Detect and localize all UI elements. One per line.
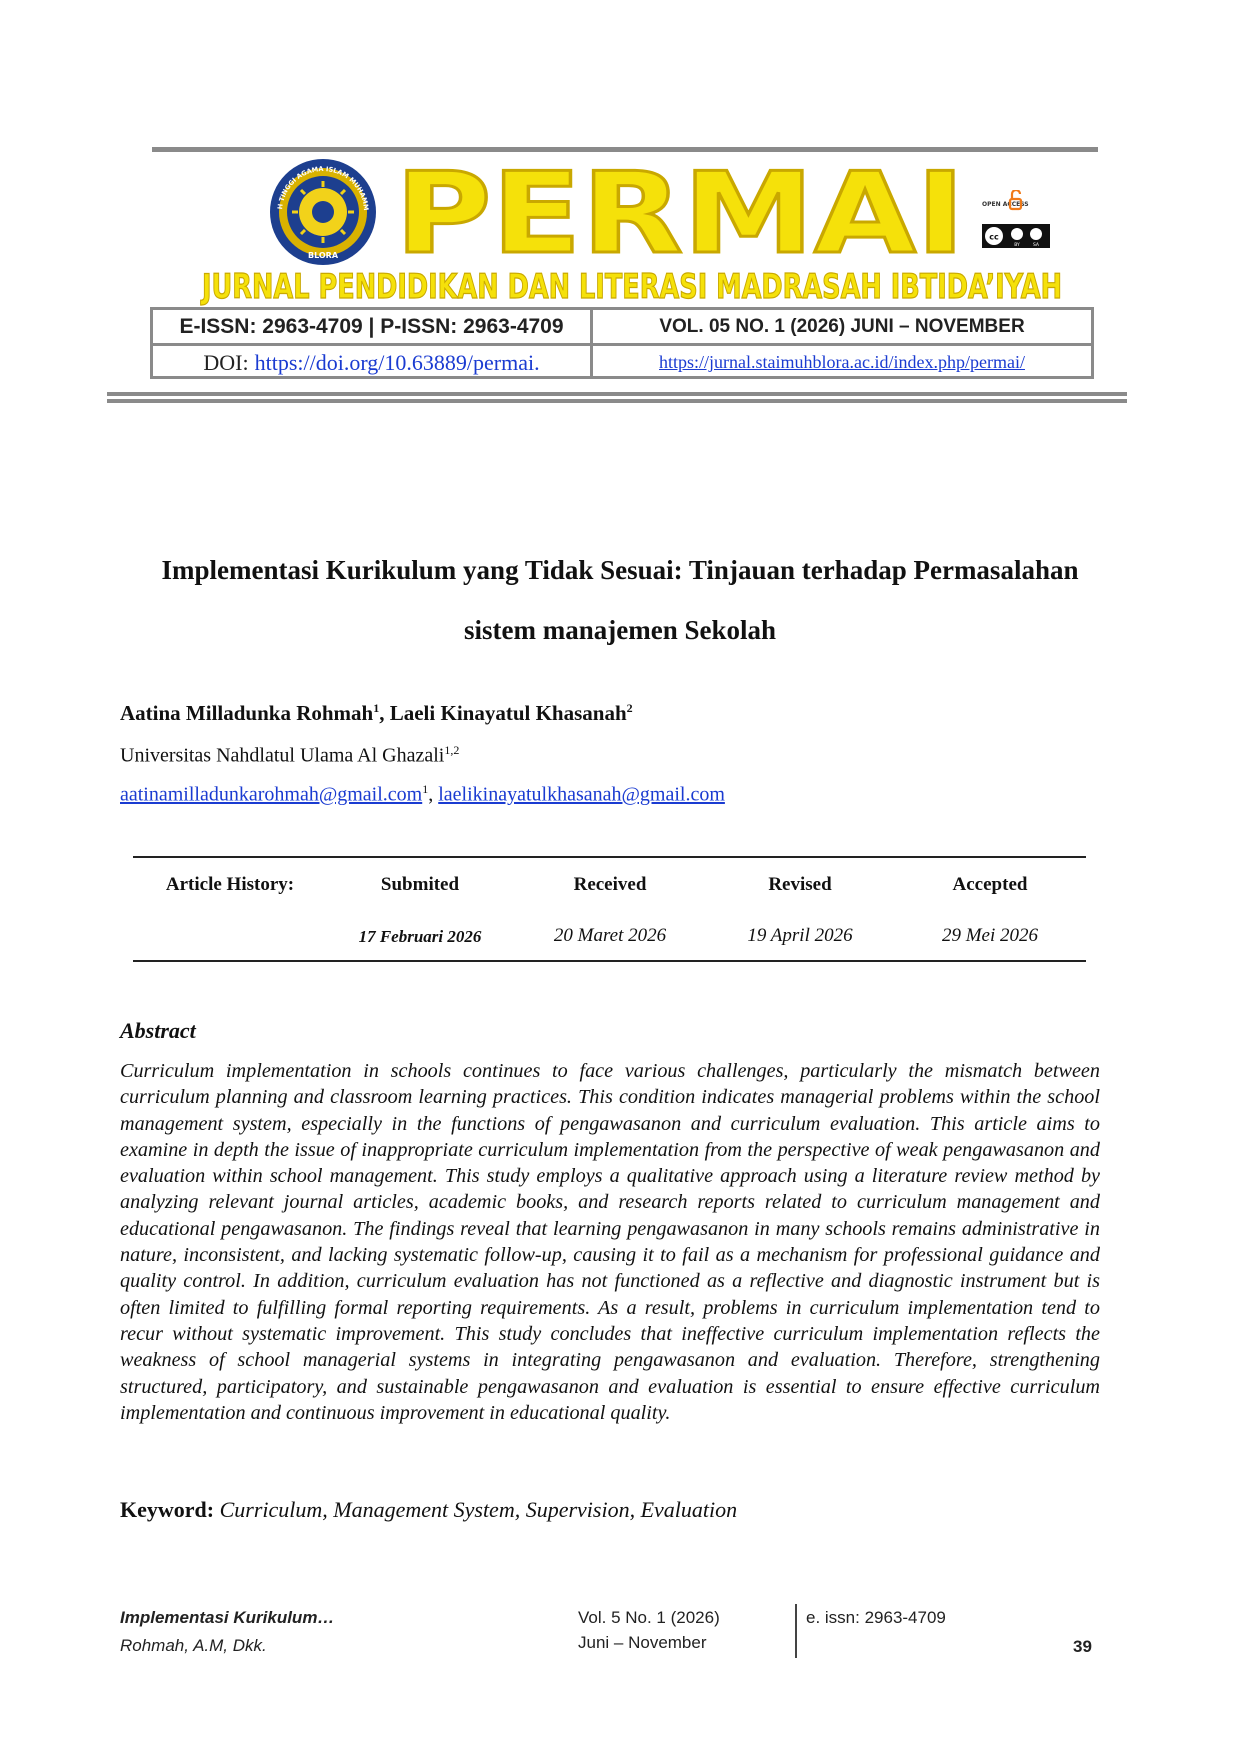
seal-city-text: BLORA [308,251,339,260]
author-name: Aatina Milladunka Rohmah [120,701,374,725]
keywords-value: Curriculum, Management System, Supervisi… [219,1497,738,1522]
keywords: Keyword: Curriculum, Management System, … [120,1497,737,1523]
share-alike-icon [1030,228,1042,240]
svg-text:JURNAL PENDIDIKAN DAN LITERASI: JURNAL PENDIDIKAN DAN LITERASI MADRASAH … [200,267,1062,306]
open-access-badge: OPEN ACCESS cc BY SA [982,190,1050,248]
doi-link[interactable]: https://doi.org/10.63889/permai. [254,349,540,375]
svg-text:cc: cc [989,233,999,242]
history-date: 19 April 2026 [747,925,853,946]
header-top-rule [152,147,1098,152]
svg-text:SA: SA [1033,242,1040,248]
author-emails: aatinamilladunkarohmah@gmail.com1, laeli… [120,782,725,806]
history-bottom-rule [133,960,1086,962]
footer-short-title: Implementasi Kurikulum… [120,1608,335,1627]
history-column-header: Received [573,874,647,895]
history-date: 17 Februari 2026 [358,927,482,946]
paper-title: Implementasi Kurikulum yang Tidak Sesuai… [161,555,1079,645]
abstract-body: Curriculum implementation in schools con… [120,1060,1100,1424]
footer-eissn: e. issn: 2963-4709 [806,1608,946,1627]
header-bottom-rule [107,399,1127,403]
email-link[interactable]: laelikinayatulkhasanah@gmail.com [438,783,725,806]
history-label: Article History: [165,874,295,895]
institution-seal-logo: SEKOLAH TINGGI AGAMA ISLAM MUHAMMADIYAH … [268,157,376,265]
history-column-header: Submited [380,874,460,895]
author-list: Aatina Milladunka Rohmah1, Laeli Kinayat… [120,701,633,725]
header-bottom-rule [107,392,1127,396]
footer-period: Juni – November [578,1633,707,1652]
email-link[interactable]: aatinamilladunkarohmah@gmail.com [120,783,423,806]
svg-text:BY: BY [1014,242,1020,248]
page-number: 39 [1073,1637,1092,1656]
cc-icon [985,227,1003,245]
brand-text: PERMAI [395,152,965,272]
history-date: 20 Maret 2026 [553,925,667,946]
doi-label: DOI: [203,349,249,375]
open-access-text: OPEN ACCESS [982,201,1029,208]
abstract-heading: Abstract [120,1018,196,1043]
affiliation: Universitas Nahdlatul Ulama Al Ghazali1,… [120,743,460,767]
history-column-header: Accepted [952,874,1028,895]
history-top-rule [133,856,1086,858]
footer-short-authors: Rohmah, A.M, Dkk. [120,1636,267,1655]
author-name: Laeli Kinayatul Khasanah [389,701,627,725]
history-column-header: Revised [768,874,832,895]
keywords-label: Keyword: [120,1497,215,1522]
attribution-icon [1011,228,1023,240]
journal-full-name: JURNAL PENDIDIKAN DAN LITERASI MADRASAH … [200,266,1063,306]
footer-divider [795,1604,797,1658]
journal-brand-wordmark: PERMAI [394,152,967,272]
journal-site-link[interactable]: https://jurnal.staimuhblora.ac.id/index.… [659,352,1025,372]
issn-text: E-ISSN: 2963-4709 | P-ISSN: 2963-4709 [179,314,564,338]
info-row-issn: E-ISSN: 2963-4709 | P-ISSN: 2963-4709 VO… [153,310,1091,346]
open-lock-icon [1008,190,1023,211]
footer-volume: Vol. 5 No. 1 (2026) [578,1608,720,1627]
journal-info-box: E-ISSN: 2963-4709 | P-ISSN: 2963-4709 VO… [150,307,1094,379]
info-row-links: DOI: https://doi.org/10.63889/permai. ht… [153,346,1091,379]
history-date: 29 Mei 2026 [941,925,1039,946]
volume-text: VOL. 05 NO. 1 (2026) JUNI – NOVEMBER [659,315,1025,337]
